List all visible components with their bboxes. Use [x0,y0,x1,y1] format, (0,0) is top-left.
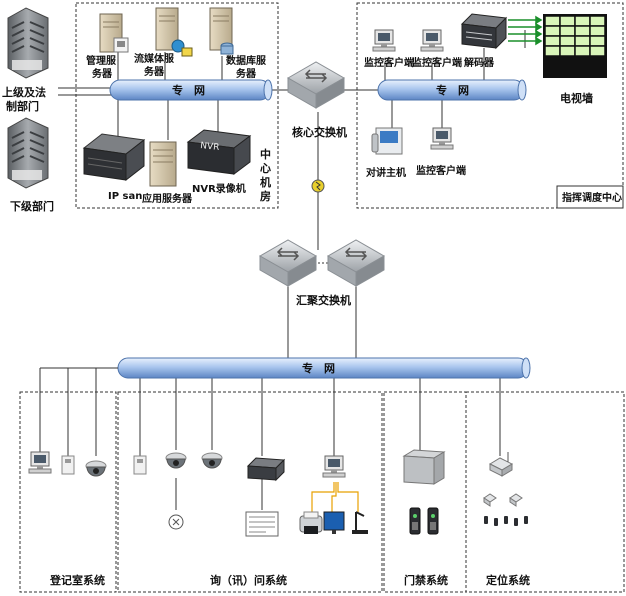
pc-icon [420,29,444,52]
mgmt-server-label: 管理服 [86,54,117,67]
printer-icon [299,511,323,534]
locator-icon [483,493,497,507]
intercom-icon [133,455,147,475]
server-icon [99,13,129,53]
card-reader-icon [427,507,439,535]
interrogation-system-border [117,391,383,593]
private-network-bar-main: 专 网 [117,357,531,379]
monitor-client-label-b: 监控客户端 [412,56,462,69]
center-room-label-3: 机 [260,175,271,189]
center-room-label-4: 房 [260,189,271,203]
center-room-border [75,2,279,209]
agg-switch-label: 汇聚交换机 [296,293,351,307]
video-wall-icon [543,14,607,78]
lower-dept-label: 下级部门 [10,199,54,213]
locator-icon [488,452,514,477]
switch-icon [327,239,385,287]
decoder-label: 解码器 [464,56,495,69]
tv-wall-label: 电视墙 [560,91,593,105]
building-icon [7,117,49,189]
pc-icon [372,29,396,52]
stream-server-label: 流媒体服 [134,52,175,65]
access-control-system-label: 门禁系统 [404,573,448,587]
command-center-tag [556,185,624,209]
nvr-icon: NVR [186,129,252,175]
registration-system-label: 登记室系统 [49,573,105,587]
private-network-label-command: 专 网 [436,83,469,97]
mgmt-server-label-2: 务器 [92,67,113,80]
center-room-label-2: 心 [260,162,271,175]
switch-icon [287,61,345,109]
app-server-label: 应用服务器 [142,192,193,205]
interrogation-system-label: 询（讯）问系统 [210,573,287,587]
phone-icon [371,127,403,155]
upper-dept-label: 上级及法 [2,85,46,99]
pc-icon [322,455,346,478]
positioning-system-border [465,391,625,593]
pc-icon [28,451,52,474]
private-network-label: 专 网 [172,83,205,97]
center-room-label: 中 [260,147,271,161]
access-control-system-border [383,391,467,593]
ip-san-label: IP san [108,191,142,202]
decoder-icon [460,13,508,50]
dome-camera-icon [201,452,223,469]
monitor-client-label-a: 监控客户端 [364,56,414,69]
nvr-box-label: NVR [200,141,220,153]
intercom-host-label: 对讲主机 [366,166,406,179]
dome-camera-icon [85,460,107,477]
nvr-recorder-label: NVR录像机 [192,182,246,195]
switch-icon [259,239,317,287]
monitor-client-label-c: 监控客户端 [416,164,466,177]
private-network-label-main: 专 网 [302,361,335,375]
command-center-label: 指挥调度中心 [562,191,622,204]
monitor-icon [323,511,345,534]
upper-dept-label-2: 制部门 [6,99,39,113]
positioning-system-label: 定位系统 [486,573,530,587]
card-reader-icon [409,507,421,535]
firewall-icon [311,179,325,193]
locator-icon [509,493,523,507]
command-center-border [356,2,624,209]
tag-icons [484,516,528,526]
server-icon [155,7,193,57]
storage-array-icon [82,133,146,182]
pickup-icon [168,514,184,530]
document-camera-icon [352,511,368,534]
server-icon [149,141,177,187]
core-switch-label: 核心交换机 [292,125,347,139]
private-network-bar: 专 网 [109,79,273,101]
dome-camera-icon [165,452,187,469]
intercom-icon [61,455,75,475]
building-icon [7,7,49,79]
display-panel-icon [245,511,279,537]
output-arrows [508,15,543,46]
db-server-label-2: 务器 [236,67,257,80]
db-server-label: 数据库服 [226,54,267,67]
server-icon [209,7,234,55]
stream-server-label-2: 务器 [144,65,165,78]
private-network-bar-command: 专 网 [377,79,527,101]
peripheral-cables [311,482,359,512]
access-controller-icon [402,449,446,485]
interrogation-host-icon [246,457,286,482]
pc-icon [430,127,454,150]
